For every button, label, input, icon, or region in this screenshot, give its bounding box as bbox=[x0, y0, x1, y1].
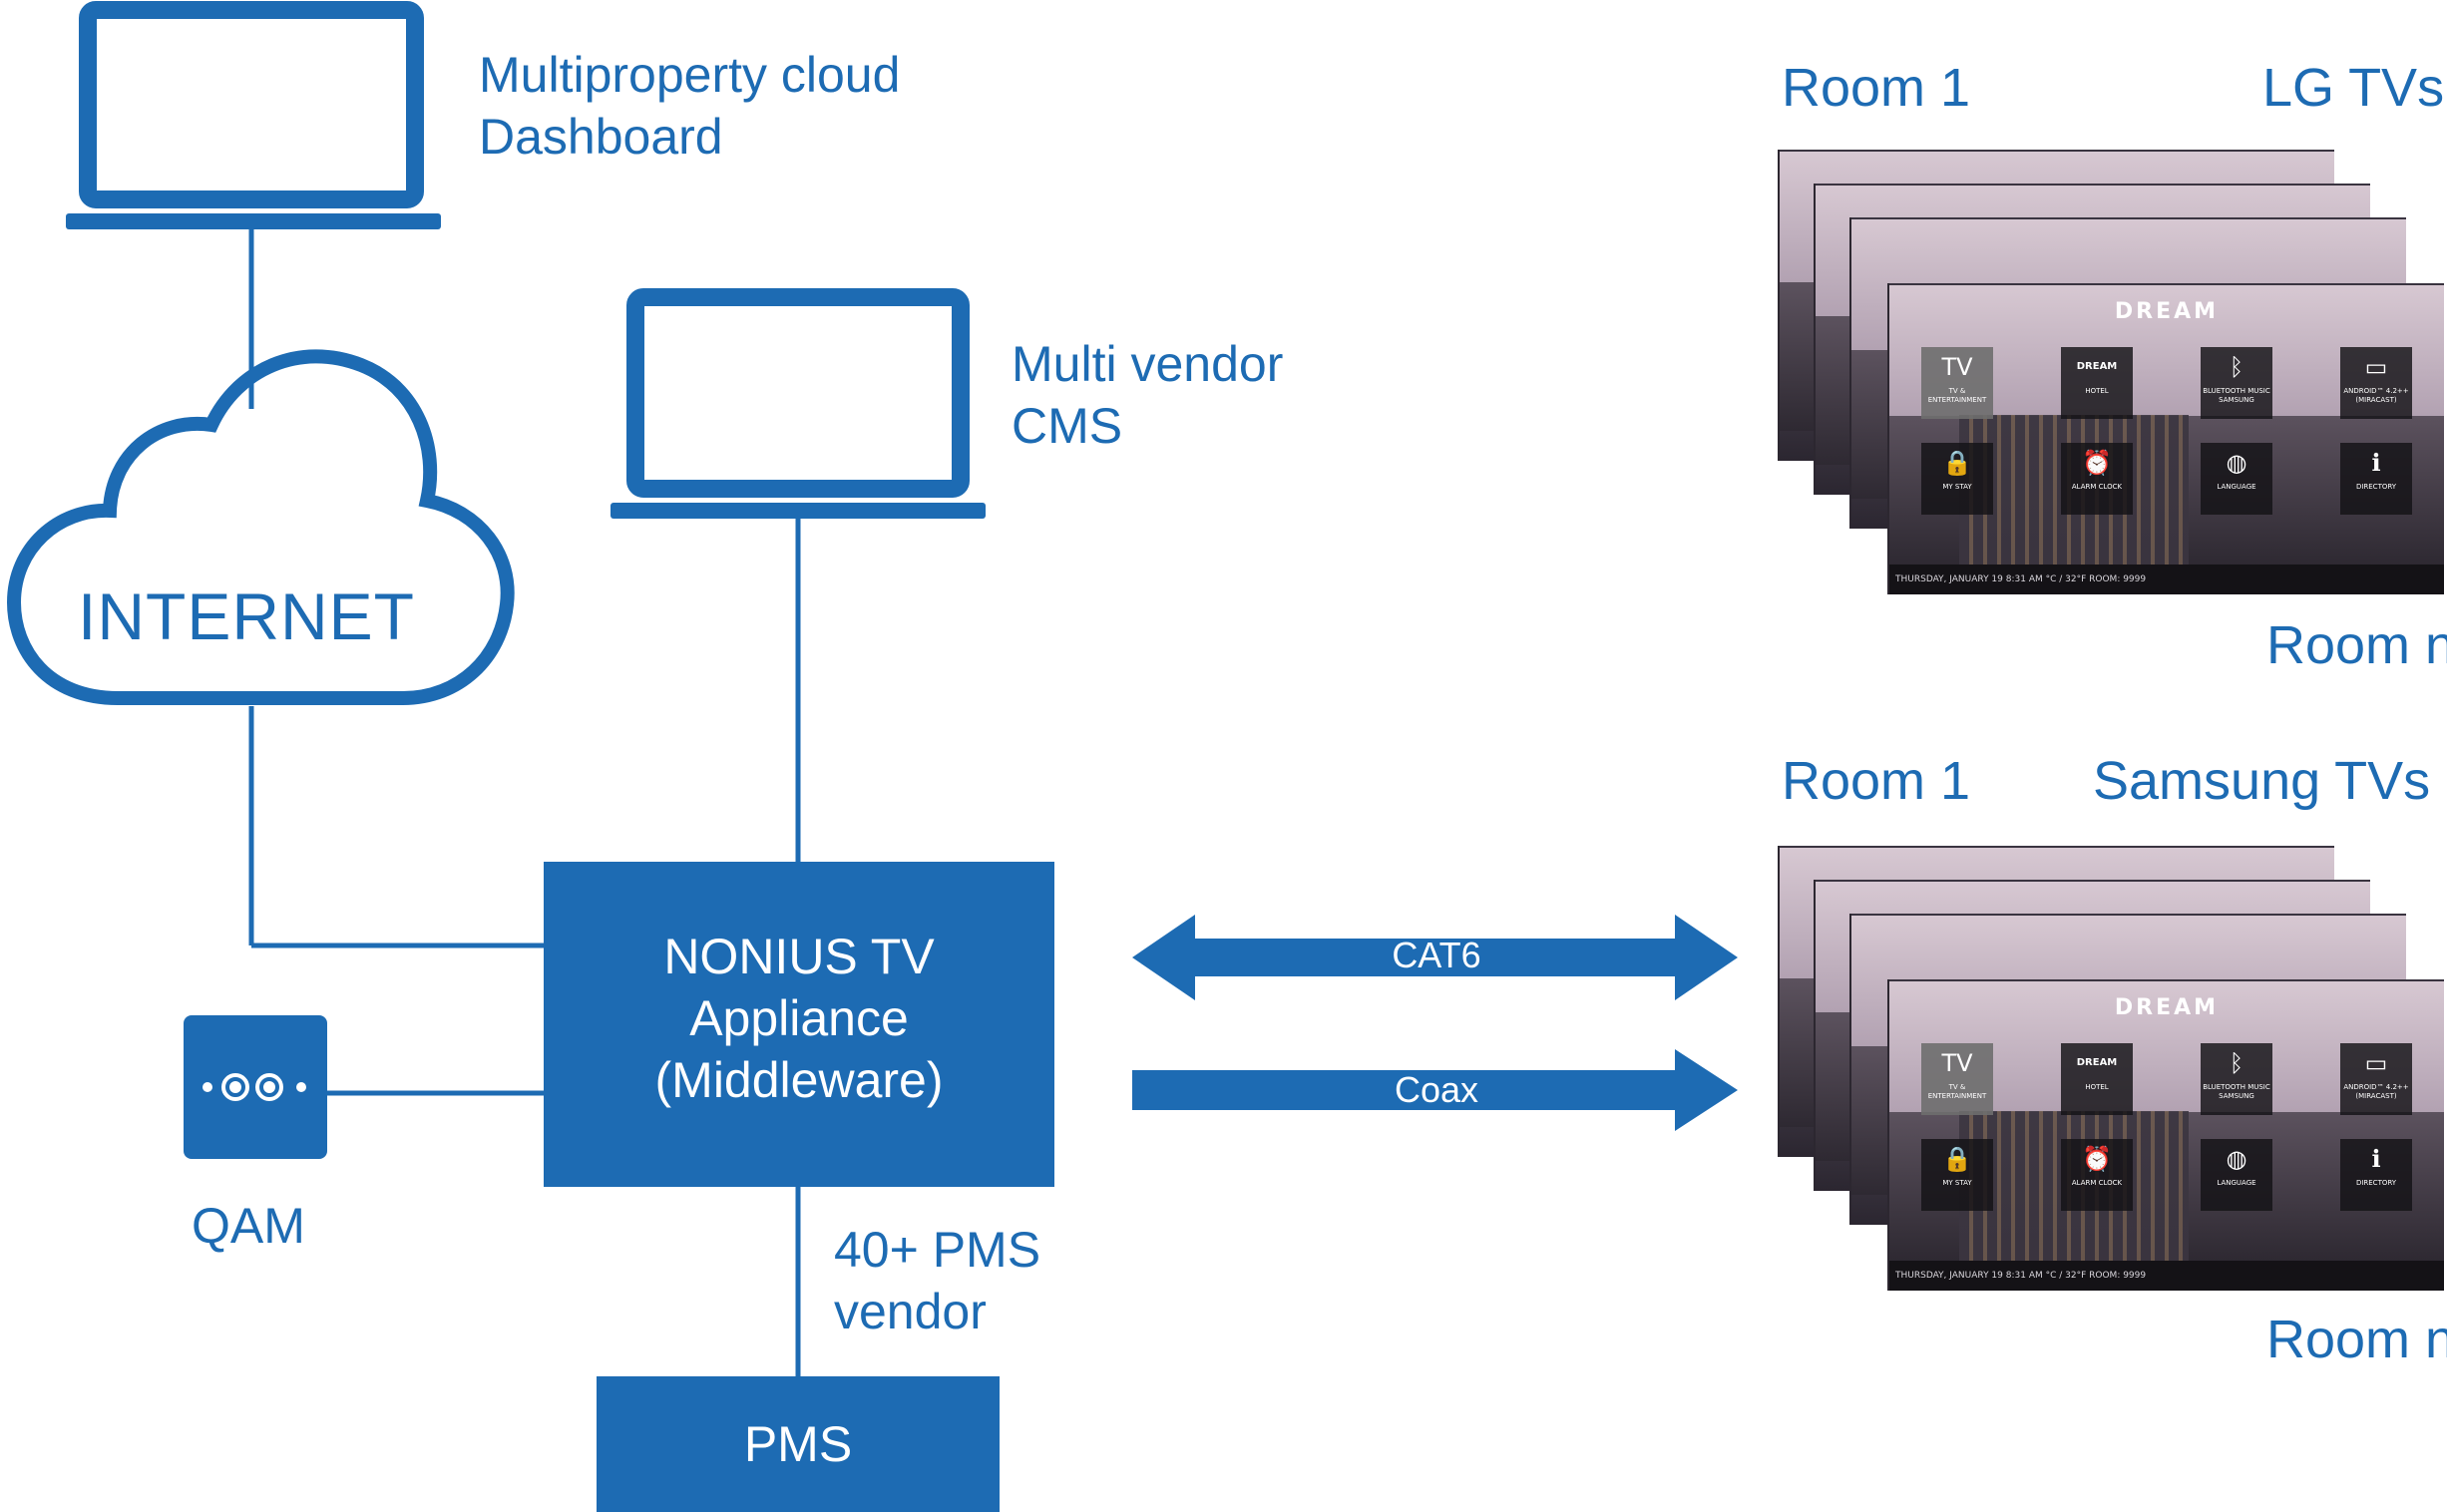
menu-tile[interactable]: ⏰ ALARM CLOCK bbox=[2061, 1139, 2133, 1211]
menu-tile-label: DIRECTORY bbox=[2355, 1179, 2397, 1187]
pms-label: PMS bbox=[743, 1416, 853, 1472]
directory-icon: ℹ bbox=[2371, 449, 2381, 477]
qam-label: QAM bbox=[192, 1198, 305, 1254]
coax-label: Coax bbox=[1394, 1069, 1479, 1110]
cms-label-line-2: CMS bbox=[1012, 398, 1123, 454]
samsung-room-1-label: Room 1 bbox=[1782, 751, 1971, 811]
menu-tile-label: LANGUAGE bbox=[2217, 483, 2256, 491]
pms-link-label: 40+ PMS vendor bbox=[834, 1219, 1040, 1342]
appliance-label-line-2: Appliance bbox=[689, 990, 909, 1046]
menu-tile[interactable]: ▭ ANDROID™ 4.2++ (MIRACAST) bbox=[2340, 347, 2412, 419]
tv-status-bar: THURSDAY, JANUARY 19 8:31 AM °C / 32°F R… bbox=[1889, 565, 2444, 594]
laptop-icon bbox=[66, 1, 441, 229]
menu-tile-label: MY STAY bbox=[1942, 1179, 1972, 1187]
pms-link-label-line-2: vendor bbox=[834, 1284, 987, 1339]
cat6-label: CAT6 bbox=[1392, 935, 1481, 975]
qam-device-icon bbox=[184, 1015, 327, 1159]
globe-icon: ◍ bbox=[2226, 449, 2247, 477]
tv-icon: TV bbox=[1941, 1049, 1973, 1077]
samsung-tv-stack: DREAM TV TV & ENTERTAINMENT DREAM HOTEL ᛒ BLUE… bbox=[1780, 846, 2444, 1305]
menu-tile[interactable]: ◍ LANGUAGE bbox=[2201, 1139, 2272, 1211]
menu-tile-label: TV & ENTERTAINMENT bbox=[1927, 1083, 1987, 1100]
menu-tile[interactable]: ▭ ANDROID™ 4.2++ (MIRACAST) bbox=[2340, 1043, 2412, 1115]
dashboard-label-line-1: Multiproperty cloud bbox=[479, 47, 901, 103]
menu-tile[interactable]: ◍ LANGUAGE bbox=[2201, 443, 2272, 515]
menu-tile-label: BLUETOOTH MUSIC SAMSUNG bbox=[2203, 1083, 2270, 1100]
samsung-room-n-label: Room n bbox=[2266, 1310, 2447, 1369]
coax-arrow bbox=[1132, 1049, 1738, 1131]
door-hanger-icon: 🔒 bbox=[1942, 1145, 1972, 1173]
tv-status-bar: THURSDAY, JANUARY 19 8:31 AM °C / 32°F R… bbox=[1889, 1261, 2444, 1291]
menu-tile-label: DIRECTORY bbox=[2355, 483, 2397, 491]
dashboard-label: Multiproperty cloud Dashboard bbox=[479, 44, 900, 168]
cloud-icon bbox=[6, 349, 515, 705]
appliance-label-line-3: (Middleware) bbox=[654, 1052, 944, 1108]
menu-tile-label: HOTEL bbox=[2085, 387, 2109, 395]
menu-tiles: TV TV & ENTERTAINMENT DREAM HOTEL ᛒ BLUETOOTH… bbox=[1921, 347, 2412, 537]
menu-tile[interactable]: DREAM HOTEL bbox=[2061, 347, 2133, 419]
menu-tile[interactable]: DREAM HOTEL bbox=[2061, 1043, 2133, 1115]
alarm-clock-icon: ⏰ bbox=[2082, 449, 2112, 477]
dashboard-label-line-2: Dashboard bbox=[479, 109, 723, 165]
tv-icon: TV bbox=[1941, 353, 1973, 381]
laptop-icon bbox=[611, 288, 986, 519]
globe-icon: ◍ bbox=[2226, 1145, 2247, 1173]
menu-tiles: TV TV & ENTERTAINMENT DREAM HOTEL ᛒ BLUETOOTH… bbox=[1921, 1043, 2412, 1233]
lg-room-1-label: Room 1 bbox=[1782, 58, 1971, 118]
hotel-logo-icon: DREAM bbox=[2076, 361, 2118, 372]
menu-tile-label: MY STAY bbox=[1942, 483, 1972, 491]
connector-lines bbox=[248, 225, 801, 1376]
menu-tile-label: ALARM CLOCK bbox=[2071, 1179, 2123, 1187]
menu-tile[interactable]: 🔒 MY STAY bbox=[1921, 1139, 1993, 1211]
lg-room-n-label: Room n bbox=[2266, 615, 2447, 675]
bluetooth-icon: ᛒ bbox=[2229, 353, 2244, 381]
menu-tile-label: ANDROID™ 4.2++ (MIRACAST) bbox=[2343, 387, 2409, 404]
appliance-label-line-1: NONIUS TV bbox=[663, 929, 935, 984]
menu-tile[interactable]: ⏰ ALARM CLOCK bbox=[2061, 443, 2133, 515]
lg-group-title: LG TVs bbox=[2262, 58, 2445, 118]
samsung-group-title: Samsung TVs bbox=[2093, 751, 2431, 811]
pms-box bbox=[597, 1376, 1000, 1512]
appliance-label: NONIUS TV Appliance (Middleware) bbox=[544, 926, 1054, 1111]
hotel-brand: DREAM bbox=[2114, 995, 2220, 1020]
menu-tile-label: ALARM CLOCK bbox=[2071, 483, 2123, 491]
alarm-clock-icon: ⏰ bbox=[2082, 1145, 2112, 1173]
menu-tile-label: LANGUAGE bbox=[2217, 1179, 2256, 1187]
tv-screen-front: DREAM TV TV & ENTERTAINMENT DREAM HOTEL ᛒ BLUE… bbox=[1889, 283, 2444, 594]
menu-tile-label: HOTEL bbox=[2085, 1083, 2109, 1091]
internet-label: INTERNET bbox=[78, 579, 415, 653]
appliance-box bbox=[544, 862, 1054, 1187]
hotel-logo-icon: DREAM bbox=[2076, 1057, 2118, 1068]
menu-tile[interactable]: TV TV & ENTERTAINMENT bbox=[1921, 347, 1993, 419]
hotel-brand: DREAM bbox=[2114, 299, 2220, 324]
menu-tile[interactable]: ᛒ BLUETOOTH MUSIC SAMSUNG bbox=[2201, 347, 2272, 419]
cast-icon: ▭ bbox=[2364, 353, 2388, 381]
bluetooth-icon: ᛒ bbox=[2229, 1049, 2244, 1077]
tv-screen-front: DREAM TV TV & ENTERTAINMENT DREAM HOTEL ᛒ BLUE… bbox=[1889, 979, 2444, 1291]
menu-tile[interactable]: TV TV & ENTERTAINMENT bbox=[1921, 1043, 1993, 1115]
menu-tile[interactable]: ᛒ BLUETOOTH MUSIC SAMSUNG bbox=[2201, 1043, 2272, 1115]
menu-tile-label: TV & ENTERTAINMENT bbox=[1927, 387, 1987, 404]
menu-tile[interactable]: 🔒 MY STAY bbox=[1921, 443, 1993, 515]
directory-icon: ℹ bbox=[2371, 1145, 2381, 1173]
door-hanger-icon: 🔒 bbox=[1942, 449, 1972, 477]
menu-tile-label: BLUETOOTH MUSIC SAMSUNG bbox=[2203, 387, 2270, 404]
pms-link-label-line-1: 40+ PMS bbox=[834, 1222, 1041, 1278]
cat6-arrow bbox=[1132, 915, 1738, 1000]
lg-tv-stack: DREAM TV TV & ENTERTAINMENT DREAM HOTEL ᛒ BLUE… bbox=[1780, 150, 2444, 608]
cms-label-line-1: Multi vendor bbox=[1012, 336, 1284, 392]
cast-icon: ▭ bbox=[2364, 1049, 2388, 1077]
cms-label: Multi vendor CMS bbox=[1012, 333, 1283, 457]
menu-tile-label: ANDROID™ 4.2++ (MIRACAST) bbox=[2343, 1083, 2409, 1100]
